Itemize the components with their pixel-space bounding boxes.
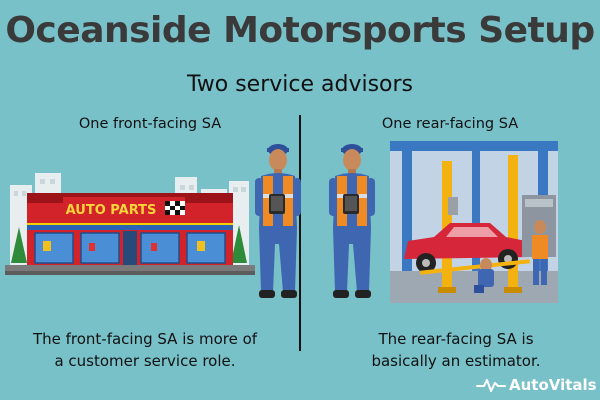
car-lift-garage-icon [390,141,558,303]
autovitals-logo: AutoVitals [476,374,600,396]
rear-facing-caption: The rear-facing SA is basically an estim… [312,328,600,372]
logo-text: AutoVitals [509,376,597,394]
front-facing-caption: The front-facing SA is more of a custome… [0,328,290,372]
column-divider [299,115,301,351]
store-sign-text: AUTO PARTS [66,203,157,218]
page-subtitle: Two service advisors [186,72,414,97]
mechanic-icon [327,136,377,302]
autovitals-logo-icon [476,379,506,392]
front-facing-caption-line-2: a customer service role. [54,352,236,370]
front-facing-label: One front-facing SA [78,116,222,132]
page-title: Oceanside Motorsports Setup [5,10,595,51]
mechanic-icon [253,136,303,302]
auto-parts-store-icon: AUTO PARTS [5,165,255,277]
rear-facing-label: One rear-facing SA [381,116,519,132]
rear-facing-caption-line-1: The rear-facing SA is [378,330,534,348]
rear-facing-caption-line-2: basically an estimator. [371,352,541,370]
front-facing-caption-line-1: The front-facing SA is more of [32,330,258,348]
